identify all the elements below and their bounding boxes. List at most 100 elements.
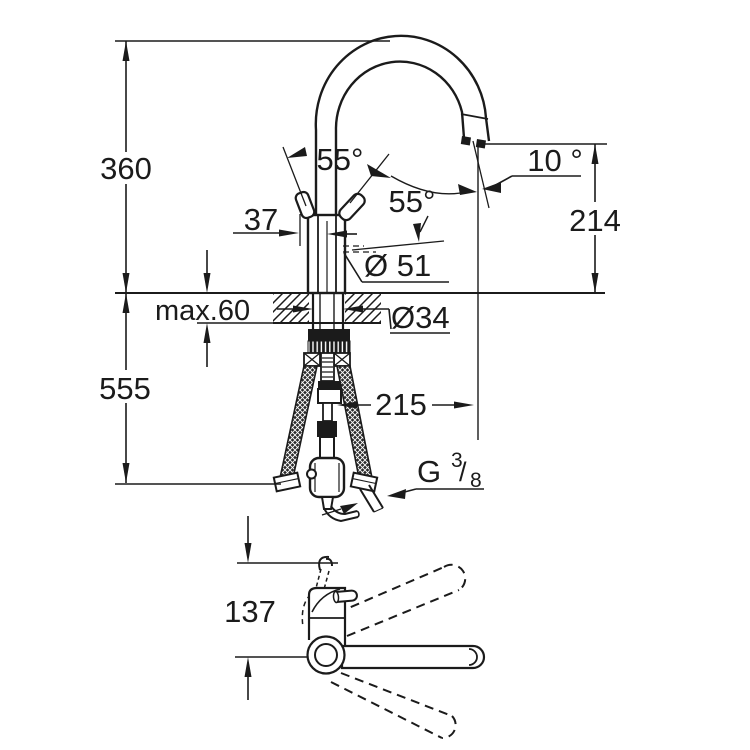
leader-line	[419, 215, 429, 233]
dimensions: 360 555 max.60 37	[99, 40, 621, 516]
dim-360: 360	[100, 40, 390, 293]
spout-inner-curve	[334, 60, 466, 215]
aerator-left	[460, 136, 471, 146]
leader-line	[343, 252, 449, 283]
arrowhead	[343, 305, 363, 313]
arrowhead	[122, 41, 130, 61]
arrowhead	[387, 489, 406, 499]
dim-214-label: 214	[569, 203, 621, 238]
hidden-circle-dashes	[343, 245, 376, 253]
thread-g-label: G	[417, 454, 441, 489]
thread-slash-label: /	[459, 457, 467, 487]
dim-214: 214	[478, 143, 621, 293]
dim-g-thread: G 3 / 8	[321, 449, 484, 516]
dim-angle55-side: 55°	[389, 175, 477, 242]
hose-connector-block	[317, 388, 342, 404]
hose-nut-left-cross	[303, 352, 321, 367]
angle10-label: 10 °	[527, 143, 583, 178]
arrowhead	[482, 182, 501, 193]
outlet-tilt-line	[472, 140, 490, 209]
spout-outer-curve	[314, 34, 491, 215]
spout-joint-line	[460, 113, 489, 120]
front-lever-stub	[332, 589, 358, 604]
pullout-weight-assembly	[306, 381, 360, 523]
thread-end-cut	[373, 507, 384, 513]
arrowhead	[287, 147, 307, 158]
arrowhead	[122, 293, 130, 313]
arrowhead	[367, 164, 391, 178]
thread-end-tube	[359, 484, 384, 513]
arrowhead	[203, 323, 211, 343]
weight-notch	[306, 468, 317, 480]
hose-fitting-left	[272, 471, 302, 493]
arrowhead	[340, 503, 358, 514]
lever-up-extension-line	[282, 146, 307, 207]
side-view	[115, 34, 605, 523]
dim-angle55-top: 55°	[282, 142, 391, 207]
supply-hoses	[272, 365, 384, 513]
lever-curl	[318, 555, 333, 571]
shank-thread-lines	[322, 357, 333, 378]
front-body-detail	[311, 588, 341, 613]
counter-arrow-tail	[321, 508, 342, 516]
angle55-side-label: 55°	[389, 184, 436, 219]
lever-dashed-lines	[314, 568, 330, 594]
pullout-hose-tail-cap	[356, 510, 360, 518]
hose-fitting-right	[349, 471, 379, 493]
dim-37-label: 37	[244, 202, 278, 237]
dim-137-label: 137	[224, 594, 276, 629]
weight-tip	[320, 496, 335, 510]
arrowhead	[122, 273, 130, 293]
arrowhead	[413, 223, 421, 242]
dim-max60-label: max.60	[155, 295, 250, 327]
swivel-joint-inner	[314, 643, 338, 667]
dim-angle10: 10 °	[472, 140, 583, 209]
arrowhead	[244, 657, 252, 677]
dim-555: 555	[99, 293, 281, 485]
mounting-nut-serration	[307, 340, 351, 354]
swing-tube-lower-cap	[441, 715, 457, 740]
arrowhead	[203, 273, 211, 293]
body-pipe-lines	[317, 215, 337, 293]
shank-outline	[311, 293, 345, 329]
angle55-top-label: 55°	[317, 142, 364, 177]
mounting-nut-top	[308, 329, 350, 341]
dim-dia51: Ø 51	[343, 240, 449, 283]
dim-215: 215	[337, 387, 474, 422]
dim-max60: max.60	[155, 250, 273, 367]
dim-dia51-label: Ø 51	[364, 248, 431, 283]
dim-dia34-label: Ø34	[391, 300, 450, 335]
spout-tube	[340, 644, 486, 670]
dim-555-label: 555	[99, 371, 151, 406]
swing-tube-upper-cap	[443, 563, 467, 591]
hose-upper-tube	[319, 436, 335, 459]
arrowhead	[244, 543, 252, 563]
arrowhead	[122, 463, 130, 483]
arrowhead	[279, 229, 299, 237]
swing-tube-lower	[330, 672, 453, 739]
lever-down-position	[338, 192, 366, 222]
shank-inner-lines	[319, 294, 335, 329]
hose-narrow-tube	[322, 402, 333, 422]
arrowhead	[337, 401, 357, 409]
arrowhead	[454, 401, 474, 409]
dim-37: 37	[233, 202, 357, 246]
spout-tube-front	[340, 644, 486, 670]
hose-coupling-black	[317, 421, 337, 437]
arrowhead	[293, 305, 313, 313]
dim-215-label: 215	[375, 387, 427, 422]
dim-137: 137	[224, 516, 338, 700]
arrowhead	[327, 230, 347, 238]
spout-tube-inner-cap	[468, 648, 478, 666]
hose-collar-band	[318, 381, 341, 389]
swing-tube-upper	[336, 566, 460, 637]
arrowhead	[591, 144, 599, 164]
leader-line	[361, 308, 450, 334]
thread-numerator-label: 3	[451, 449, 463, 472]
angle-reference-line	[351, 240, 445, 251]
dim-360-label: 360	[100, 151, 152, 186]
arrowhead	[591, 273, 599, 293]
front-view: 137	[224, 516, 486, 740]
